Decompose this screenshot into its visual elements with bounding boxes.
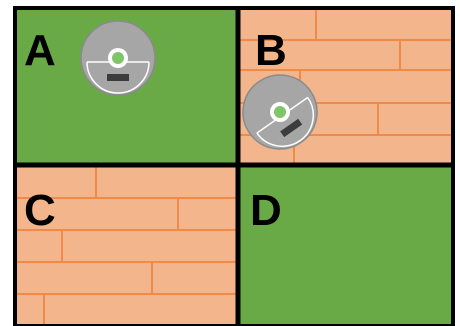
room-d-label: D bbox=[250, 186, 282, 235]
robot-vacuum-icon bbox=[81, 21, 155, 95]
room-c-label: C bbox=[24, 186, 56, 235]
room-d: D bbox=[238, 165, 453, 326]
room-c: C bbox=[15, 165, 238, 326]
room-a-label: A bbox=[24, 26, 56, 75]
room-b-label: B bbox=[255, 26, 287, 75]
